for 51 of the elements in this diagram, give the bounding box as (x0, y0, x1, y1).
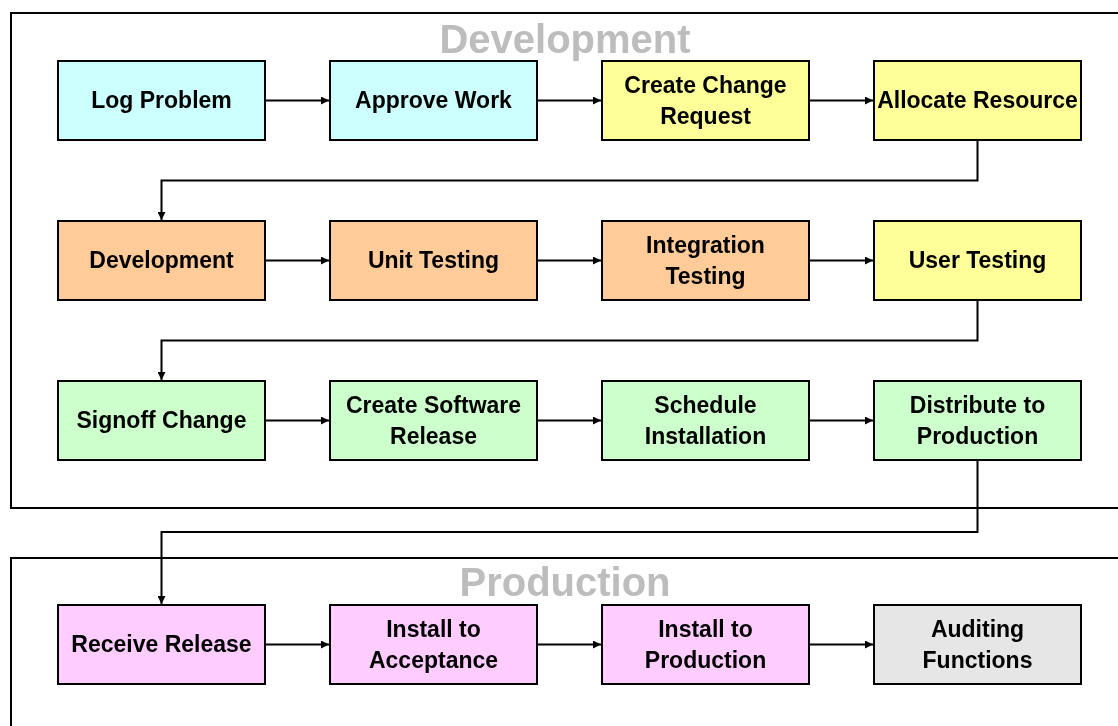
process-box (329, 380, 538, 461)
group-frame (10, 12, 1118, 509)
process-box (329, 220, 538, 301)
step-label: Distribute to Production (908, 390, 1047, 451)
arrow (809, 256, 874, 265)
process-box (601, 604, 810, 685)
process-box (873, 60, 1082, 141)
step-label: Install to Acceptance (367, 614, 500, 675)
arrow (157, 460, 979, 605)
process-box (873, 220, 1082, 301)
group-title: Development (439, 19, 691, 59)
arrow (157, 300, 979, 381)
step-label: Schedule Installation (643, 390, 768, 451)
step-label: Allocate Resource (877, 86, 1078, 115)
arrow (537, 416, 602, 425)
arrow (537, 96, 602, 105)
process-box (601, 220, 810, 301)
step-label: User Testing (908, 246, 1047, 275)
process-box (57, 220, 266, 301)
arrow (809, 640, 874, 649)
step-label: Unit Testing (367, 246, 500, 275)
step-label: Approve Work (355, 86, 512, 115)
arrow (265, 640, 330, 649)
step-label: Receive Release (71, 630, 252, 659)
process-box (57, 380, 266, 461)
step-label: Install to Production (643, 614, 768, 675)
step-label: Integration Testing (645, 230, 766, 291)
arrow (265, 96, 330, 105)
arrow (265, 416, 330, 425)
process-box (873, 604, 1082, 685)
arrow (537, 256, 602, 265)
arrow (809, 416, 874, 425)
arrow (157, 140, 979, 221)
process-box (329, 604, 538, 685)
step-label: Auditing Functions (921, 614, 1034, 675)
process-box (57, 604, 266, 685)
process-box (601, 380, 810, 461)
process-box (329, 60, 538, 141)
step-label: Development (89, 246, 234, 275)
process-box (57, 60, 266, 141)
process-box (601, 60, 810, 141)
step-label: Create Software Release (344, 390, 523, 451)
group-frame (10, 557, 1118, 726)
step-label: Create Change Request (623, 70, 788, 131)
group-title: Production (459, 562, 671, 602)
step-label: Signoff Change (76, 406, 247, 435)
step-label: Log Problem (91, 86, 232, 115)
arrow (537, 640, 602, 649)
arrow (809, 96, 874, 105)
process-box (873, 380, 1082, 461)
arrow (265, 256, 330, 265)
